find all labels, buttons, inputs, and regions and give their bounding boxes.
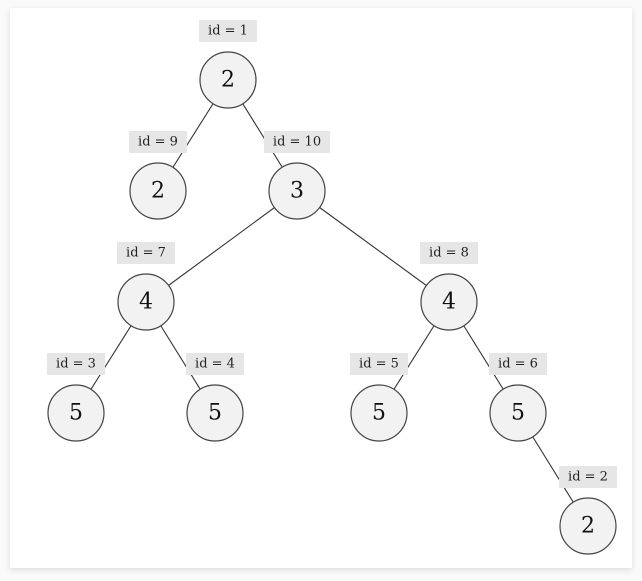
node-id-text: id = 4 (195, 357, 235, 372)
node-id-label: id = 3 (47, 353, 105, 375)
node-id-text: id = 7 (126, 246, 166, 261)
node-id-label: id = 9 (129, 131, 187, 153)
tree-edge (145, 190, 298, 303)
node-value: 4 (139, 290, 153, 315)
tree-edge (296, 190, 450, 303)
node-id-label: id = 6 (489, 353, 547, 375)
tree-node: 2 (129, 162, 187, 220)
node-value: 2 (221, 68, 235, 93)
node-value: 4 (442, 290, 456, 315)
node-id-text: id = 6 (498, 357, 538, 372)
tree-node: 4 (420, 273, 478, 331)
node-id-text: id = 8 (429, 246, 469, 261)
node-value: 5 (208, 401, 222, 426)
node-id-text: id = 2 (568, 470, 608, 485)
node-value: 5 (372, 401, 386, 426)
node-value: 5 (511, 401, 525, 426)
node-id-text: id = 10 (273, 135, 321, 150)
tree-node: 2 (559, 497, 617, 555)
tree-node: 5 (47, 384, 105, 442)
node-id-label: id = 2 (559, 466, 617, 488)
tree-node: 2 (199, 51, 257, 109)
node-value: 3 (290, 179, 304, 204)
node-id-label: id = 1 (199, 20, 257, 42)
node-id-text: id = 3 (56, 357, 96, 372)
node-id-label: id = 4 (186, 353, 244, 375)
node-id-label: id = 7 (117, 242, 175, 264)
node-id-label: id = 8 (420, 242, 478, 264)
node-id-text: id = 1 (208, 24, 248, 39)
diagram-canvas (10, 8, 632, 568)
node-id-label: id = 10 (264, 131, 330, 153)
node-value: 2 (151, 179, 165, 204)
node-id-label: id = 5 (350, 353, 408, 375)
tree-node: 3 (268, 162, 326, 220)
node-value: 5 (69, 401, 83, 426)
tree-node: 4 (117, 273, 175, 331)
tree-node: 5 (350, 384, 408, 442)
node-value: 2 (581, 514, 595, 539)
node-id-text: id = 9 (138, 135, 178, 150)
tree-node: 5 (489, 384, 547, 442)
tree-node: 5 (186, 384, 244, 442)
node-id-text: id = 5 (359, 357, 399, 372)
